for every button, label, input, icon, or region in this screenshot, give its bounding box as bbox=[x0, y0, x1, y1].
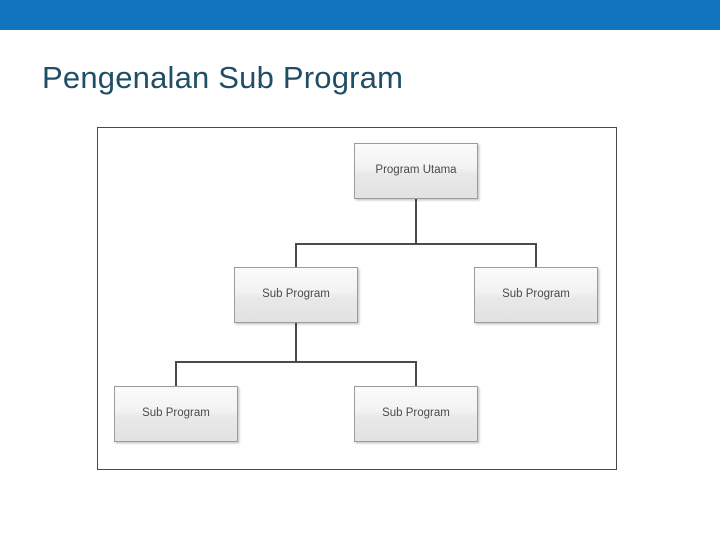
page-title: Pengenalan Sub Program bbox=[42, 60, 404, 95]
node-label: Sub Program bbox=[142, 407, 210, 420]
diagram-container: Program Utama Sub Program Sub Program Su… bbox=[97, 127, 617, 470]
diagram-node-program-utama: Program Utama bbox=[354, 143, 478, 199]
connector-drop-level1-right bbox=[535, 243, 537, 268]
diagram-node-sub-program-4: Sub Program bbox=[354, 386, 478, 442]
connector-level1-left-stub bbox=[295, 323, 297, 362]
diagram-node-sub-program-3: Sub Program bbox=[114, 386, 238, 442]
connector-bus-level1 bbox=[295, 243, 536, 245]
slide-top-accent-bar bbox=[0, 0, 720, 30]
node-label: Sub Program bbox=[262, 288, 330, 301]
node-label: Sub Program bbox=[382, 407, 450, 420]
node-label: Sub Program bbox=[502, 288, 570, 301]
connector-root-stub bbox=[415, 199, 417, 244]
diagram-node-sub-program-2: Sub Program bbox=[474, 267, 598, 323]
diagram-node-sub-program-1: Sub Program bbox=[234, 267, 358, 323]
connector-drop-level2-left bbox=[175, 361, 177, 387]
node-label: Program Utama bbox=[375, 164, 457, 177]
connector-bus-level2 bbox=[175, 361, 416, 363]
connector-drop-level2-right bbox=[415, 361, 417, 387]
connector-drop-level1-left bbox=[295, 243, 297, 268]
